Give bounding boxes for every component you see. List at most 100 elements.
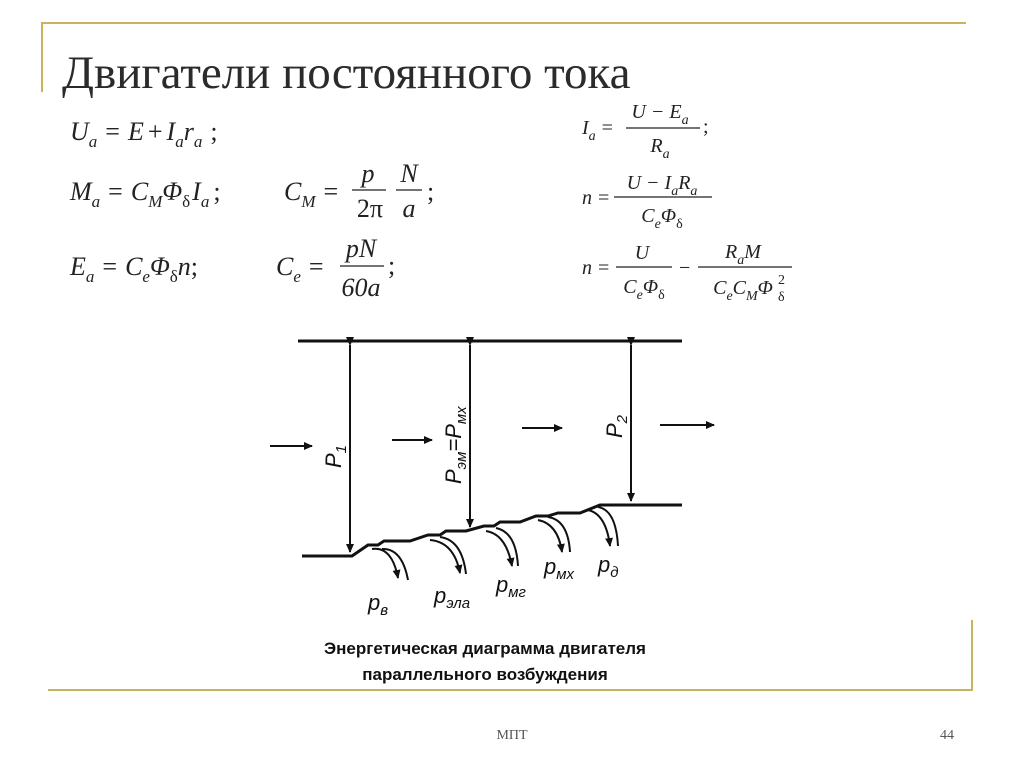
ce-den: 60a bbox=[342, 273, 381, 302]
ma-semi: ; bbox=[213, 177, 220, 206]
formula-ua: Ua=E+Iara; bbox=[70, 117, 218, 151]
svg-text:n=: n= bbox=[582, 257, 609, 279]
n2-den1-e: e bbox=[637, 288, 643, 303]
n2-den2-M: M bbox=[745, 289, 759, 304]
svg-text:Ce=: Ce= bbox=[276, 252, 324, 286]
label-pela: pэла bbox=[433, 583, 470, 612]
ce-eq: = bbox=[309, 252, 324, 281]
ce-semi: ; bbox=[388, 251, 395, 280]
formula-ce: Ce= pN 60a ; bbox=[276, 234, 395, 302]
n1-den-Phi: Φ bbox=[661, 205, 676, 227]
n2-den2-C2: C bbox=[733, 277, 747, 299]
svg-text:CeΦδ: CeΦδ bbox=[641, 205, 683, 232]
ua-I: I bbox=[166, 117, 177, 146]
ea-semi: ; bbox=[191, 252, 198, 281]
loss-curve-pela bbox=[439, 536, 467, 575]
ua-sub-a: a bbox=[89, 132, 98, 151]
frame-top-line bbox=[41, 22, 966, 24]
label-pmh: pмх bbox=[543, 554, 575, 583]
ma-sub-a2: a bbox=[201, 192, 210, 211]
formula-ea: Ea=CeΦδn; bbox=[69, 252, 198, 286]
n1-n: n bbox=[582, 187, 592, 209]
formula-n2: n= U CeΦδ − RaM CeCMΦ 2 δ bbox=[582, 241, 792, 305]
ea-C: C bbox=[125, 252, 143, 281]
ua-r: r bbox=[184, 117, 195, 146]
svg-text:Ra: Ra bbox=[649, 135, 669, 162]
formula-ia: Ia= U − Ea Ra ; bbox=[581, 101, 709, 162]
n1-den-delta: δ bbox=[676, 217, 683, 232]
ia-semi: ; bbox=[703, 116, 709, 138]
n1-num-sub1: a bbox=[671, 184, 678, 199]
ce-C: C bbox=[276, 252, 294, 281]
loss-arrow-pd bbox=[587, 509, 613, 547]
ua-sub-a3: a bbox=[194, 132, 203, 151]
n2-den2-e: e bbox=[726, 289, 732, 304]
n2-den1-Phi: Φ bbox=[643, 276, 658, 298]
loss-arrow-pmh bbox=[537, 519, 565, 553]
ma-eq: = bbox=[108, 177, 123, 206]
caption-line-1: Энергетическая диаграмма двигателя bbox=[324, 639, 646, 658]
cm-eq: = bbox=[324, 177, 339, 206]
label-pv: pв bbox=[367, 590, 388, 619]
svg-text:CeCMΦ: CeCMΦ bbox=[713, 277, 773, 304]
n1-num-sub2: a bbox=[690, 184, 697, 199]
svg-text:Ia=: Ia= bbox=[581, 117, 613, 144]
ia-num: U − E bbox=[631, 101, 681, 123]
ea-n: n bbox=[178, 252, 191, 281]
label-pem: Pэм=Pмх bbox=[441, 406, 470, 484]
ma-M: M bbox=[69, 177, 93, 206]
ia-den-sub: a bbox=[663, 147, 670, 162]
n2-den2-exp: 2 bbox=[778, 273, 785, 288]
ma-C: C bbox=[131, 177, 149, 206]
label-p2: P2 bbox=[602, 414, 631, 438]
ea-eq: = bbox=[102, 252, 117, 281]
ma-I: I bbox=[191, 177, 202, 206]
ia-sub-a: a bbox=[589, 129, 596, 144]
ea-sub-e: e bbox=[142, 267, 150, 286]
ua-sub-a2: a bbox=[175, 132, 184, 151]
formula-n1: n= U − IaRa CeΦδ bbox=[582, 172, 712, 232]
cm-semi: ; bbox=[427, 177, 434, 206]
ma-sub-a: a bbox=[92, 192, 101, 211]
label-pd: pд bbox=[597, 552, 619, 581]
n2-num2-R: R bbox=[724, 241, 737, 263]
svg-text:U − Ea: U − Ea bbox=[631, 101, 688, 128]
cm-2pi: 2π bbox=[357, 194, 383, 223]
slide-title: Двигатели постоянного тока bbox=[62, 47, 631, 99]
page-number: 44 bbox=[940, 728, 954, 743]
n2-den2-delta: δ bbox=[778, 290, 785, 305]
ma-Phi: Φ bbox=[162, 177, 182, 206]
ea-sub-delta: δ bbox=[170, 267, 178, 286]
ea-sub-a: a bbox=[86, 267, 95, 286]
ia-num-sub: a bbox=[682, 113, 689, 128]
ua-semi: ; bbox=[210, 117, 217, 146]
ia-den: R bbox=[649, 135, 662, 157]
n2-minus: − bbox=[679, 257, 690, 279]
caption-line-2: параллельного возбуждения bbox=[362, 665, 608, 684]
frame-bottom-line bbox=[48, 689, 973, 691]
frame-left-line bbox=[41, 22, 43, 92]
loss-curve-pv bbox=[381, 547, 409, 581]
n2-num2-M: M bbox=[743, 241, 762, 263]
n1-eq: = bbox=[598, 187, 609, 209]
svg-text:Ua=E+Iara;: Ua=E+Iara; bbox=[70, 117, 218, 151]
n2-den2-Phi: Φ bbox=[758, 277, 773, 299]
loss-arrow-pv bbox=[371, 547, 401, 579]
n2-den1-delta: δ bbox=[658, 288, 665, 303]
loss-curve-pmh bbox=[547, 516, 571, 553]
loss-curve-pmg bbox=[495, 527, 519, 567]
formulas: Ua=E+Iara; Ma=CMΦδIa; CM= p 2π N a ; Ea=… bbox=[69, 101, 792, 305]
n2-den1-C: C bbox=[623, 276, 637, 298]
svg-text:n=: n= bbox=[582, 187, 609, 209]
n1-num: U − I bbox=[627, 172, 673, 194]
svg-text:RaM: RaM bbox=[724, 241, 762, 268]
svg-text:Ea=CeΦδn;: Ea=CeΦδn; bbox=[69, 252, 198, 286]
n2-num1: U bbox=[635, 242, 651, 264]
loss-arrow-pmg bbox=[485, 530, 515, 567]
footer-label: МПТ bbox=[496, 728, 528, 743]
n2-n: n bbox=[582, 257, 592, 279]
diagram-caption: Энергетическая диаграмма двигателя парал… bbox=[220, 636, 750, 688]
n1-num-R: R bbox=[677, 172, 690, 194]
loss-curve-pd bbox=[597, 506, 619, 547]
ma-sub-M: M bbox=[147, 192, 163, 211]
